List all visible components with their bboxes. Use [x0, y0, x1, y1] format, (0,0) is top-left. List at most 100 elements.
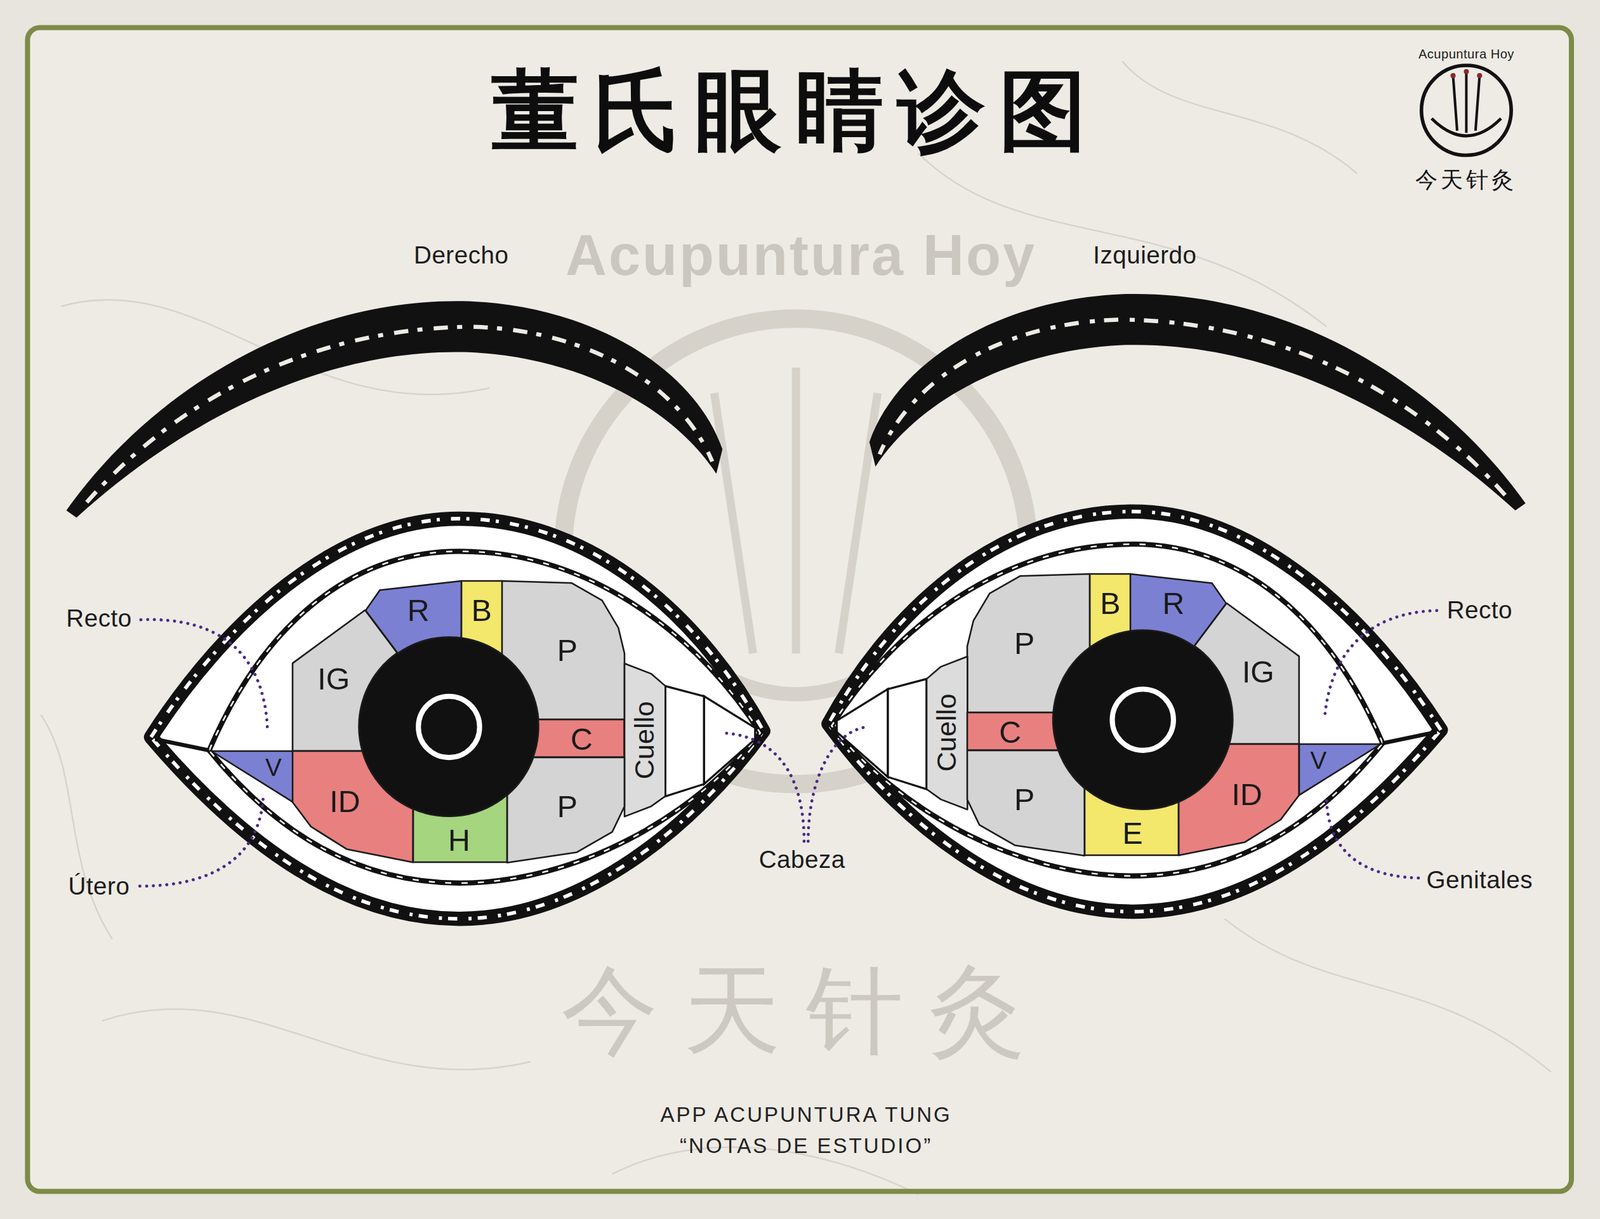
inner-corner-segment — [703, 696, 755, 784]
eyebrow — [66, 300, 723, 518]
zone-fill — [292, 609, 398, 751]
inner-corner-segment — [665, 686, 704, 797]
eyebrow-texture — [86, 326, 713, 503]
eye-zone: V — [211, 750, 294, 802]
zone-fill — [967, 750, 1085, 856]
zone-fill — [926, 656, 968, 810]
zone-label: H — [448, 824, 471, 855]
zone-label: ID — [329, 785, 360, 817]
inner-outline-texture — [209, 550, 761, 883]
zone-label: V — [265, 755, 282, 781]
zone-label: C — [570, 723, 593, 754]
eye-zone: B — [1089, 573, 1131, 648]
callout-label: Recto — [1447, 595, 1513, 625]
zone-label: C — [998, 716, 1022, 748]
zone-label: B — [471, 594, 492, 626]
text-anchor: 今天针灸 — [561, 952, 1052, 1069]
eye-drawing — [828, 293, 1526, 912]
zone-fill — [967, 712, 1059, 751]
zone-fill — [1194, 602, 1300, 744]
text-anchor: Recto — [1447, 595, 1513, 625]
zone-label: P — [557, 790, 578, 822]
inner-eye-outline — [209, 550, 761, 883]
zone-label: ID — [1231, 778, 1263, 810]
eye-zone: IG — [292, 609, 398, 751]
eye-zone: P — [967, 750, 1085, 856]
zone-label: V — [1309, 747, 1327, 773]
zone-fill — [507, 757, 625, 863]
zone-fill — [461, 580, 503, 655]
zone-fill — [1178, 743, 1300, 855]
zone-label: P — [1014, 627, 1035, 659]
text-anchor: Acupuntura Hoy — [565, 220, 1037, 290]
watermark: Acupuntura Hoy — [565, 220, 1037, 290]
text-anchor: Derecho — [413, 240, 509, 270]
text-anchor: Izquierdo — [1092, 240, 1197, 270]
zone-label: IG — [1242, 656, 1275, 687]
text-anchor: 今天针灸 — [1415, 166, 1517, 193]
eye-zone: E — [1084, 787, 1179, 855]
eye-zone: V — [1299, 743, 1382, 795]
zone-label: R — [1162, 587, 1185, 619]
eye-zone: H — [413, 794, 508, 862]
eye-zone: C — [533, 719, 625, 758]
text-anchor: Cabeza — [759, 844, 846, 874]
eye-drawing — [66, 300, 764, 919]
eye-zone: Cuello — [926, 656, 968, 810]
text-anchor: Útero — [68, 870, 131, 900]
callout-label: Útero — [68, 870, 131, 900]
zone-fill — [1299, 743, 1382, 795]
logo-text: Acupuntura Hoy — [1418, 46, 1515, 62]
zone-label: P — [1014, 783, 1035, 815]
title: 董氏眼睛诊图 — [491, 57, 1101, 164]
text-anchor: APP ACUPUNTURA TUNG “NOTAS DE ESTUDIO” — [634, 1097, 978, 1161]
callout-label: Recto — [66, 603, 132, 633]
eye-zone: P — [967, 573, 1090, 713]
eye-zone: C — [967, 712, 1059, 751]
zone-fill — [211, 750, 294, 802]
eyelid — [151, 518, 764, 919]
zone-label: Cuello — [932, 693, 961, 772]
text-anchor: Recto — [66, 603, 132, 633]
logo-icon — [1421, 65, 1512, 155]
pupil — [418, 696, 480, 758]
side-label: Izquierdo — [1092, 240, 1197, 270]
zone-fill — [533, 719, 625, 758]
zone-fill — [413, 794, 508, 862]
zone-fill — [502, 580, 625, 720]
zone-label: Cuello — [630, 700, 659, 779]
logo-text: 今天针灸 — [1415, 166, 1517, 193]
zone-fill — [1084, 787, 1179, 855]
eye-zone: ID — [1178, 743, 1300, 855]
eye-zone: P — [507, 757, 625, 863]
zone-fill — [624, 663, 666, 817]
zone-label: P — [557, 634, 578, 666]
caption: APP ACUPUNTURA TUNG “NOTAS DE ESTUDIO” — [634, 1097, 978, 1161]
zone-label: R — [407, 594, 430, 626]
eye-zone: IG — [1194, 602, 1300, 744]
eye-zone: Cuello — [624, 663, 666, 817]
panel — [27, 27, 1572, 1192]
text-anchor: Acupuntura Hoy — [1418, 46, 1515, 62]
marble-veins — [40, 61, 1552, 1195]
zone-label: E — [1122, 817, 1144, 848]
callout-label: Cabeza — [759, 844, 846, 874]
eye-zone: P — [502, 580, 625, 720]
frame — [27, 27, 1572, 1192]
eye-zone: B — [461, 580, 503, 655]
text-anchor: Genitales — [1426, 865, 1533, 895]
zone-fill — [967, 573, 1090, 713]
eye-corner — [154, 738, 209, 751]
side-label: Derecho — [413, 240, 509, 270]
eye-zone: ID — [292, 750, 414, 862]
text-anchor: 董氏眼睛诊图 — [491, 57, 1101, 164]
zone-fill — [1089, 573, 1131, 648]
eyelid-texture — [151, 518, 764, 919]
watermark: 今天针灸 — [561, 952, 1052, 1069]
callout-label: Genitales — [1426, 865, 1533, 895]
zone-label: B — [1099, 587, 1121, 619]
zone-fill — [292, 750, 414, 862]
zone-label: IG — [317, 663, 350, 694]
